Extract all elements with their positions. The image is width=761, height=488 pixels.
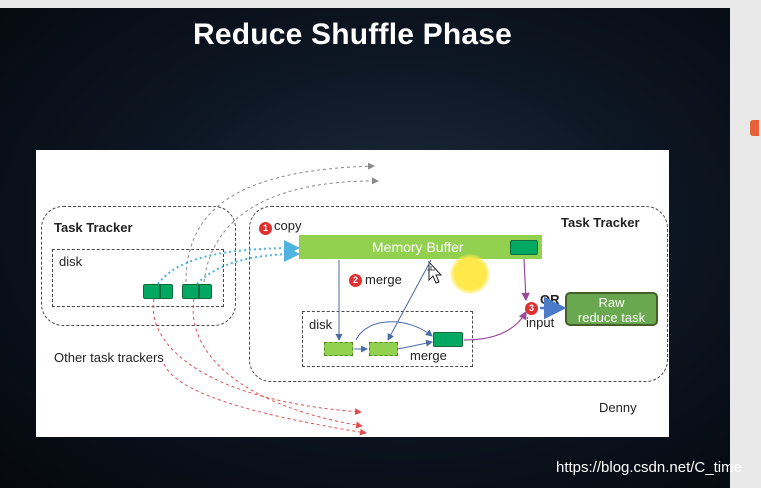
left-task-tracker-box: [41, 206, 236, 326]
copy-arrows: [157, 240, 300, 285]
other-tracker-arrows-down: [152, 298, 367, 436]
spill-file-2: [369, 342, 398, 356]
connector-arrows: [152, 162, 567, 436]
left-task-tracker-title: Task Tracker: [54, 220, 133, 235]
author-label: Denny: [599, 400, 637, 415]
raw-task-line1: Raw: [598, 295, 625, 310]
input-arrows: [463, 258, 567, 341]
raw-task-line2: reduce task: [577, 310, 646, 325]
other-tracker-arrows-up: [185, 162, 379, 283]
right-task-tracker-box: [249, 206, 668, 382]
spill-arrows: [335, 259, 433, 353]
blog-watermark: https://blog.csdn.net/C_time: [556, 459, 742, 476]
diagram-panel: Task Tracker disk Task Tracker 1 copy Me…: [36, 150, 669, 437]
other-task-trackers-label: Other task trackers: [54, 350, 164, 365]
buffer-segment-block: [510, 240, 538, 255]
left-disk-box: [52, 249, 224, 307]
step-2-badge: 2: [349, 274, 362, 287]
merged-file-block: [433, 332, 463, 347]
step-1-badge: 1: [259, 222, 272, 235]
memory-buffer: Memory Buffer: [299, 235, 542, 259]
sidebar-bookmark-icon[interactable]: [750, 120, 759, 136]
left-disk-label: disk: [59, 254, 83, 269]
step-3-badge: 3: [525, 302, 538, 315]
copy-label: copy: [274, 218, 302, 233]
right-task-tracker-title: Task Tracker: [561, 215, 640, 230]
map-output-block-1: [143, 284, 173, 299]
right-disk-label: disk: [309, 317, 333, 332]
memory-buffer-label: Memory Buffer: [372, 239, 464, 255]
mouse-cursor-icon: [427, 260, 443, 284]
disk-merge-label: merge: [410, 348, 447, 363]
pointer-highlight: [450, 254, 490, 294]
slide-title: Reduce Shuffle Phase: [192, 18, 513, 51]
merge-step-label: merge: [365, 272, 402, 287]
map-output-block-2: [182, 284, 212, 299]
raw-reduce-task-box: Raw reduce task: [565, 292, 658, 326]
right-disk-box: [302, 311, 473, 367]
spill-file-1: [324, 342, 353, 356]
